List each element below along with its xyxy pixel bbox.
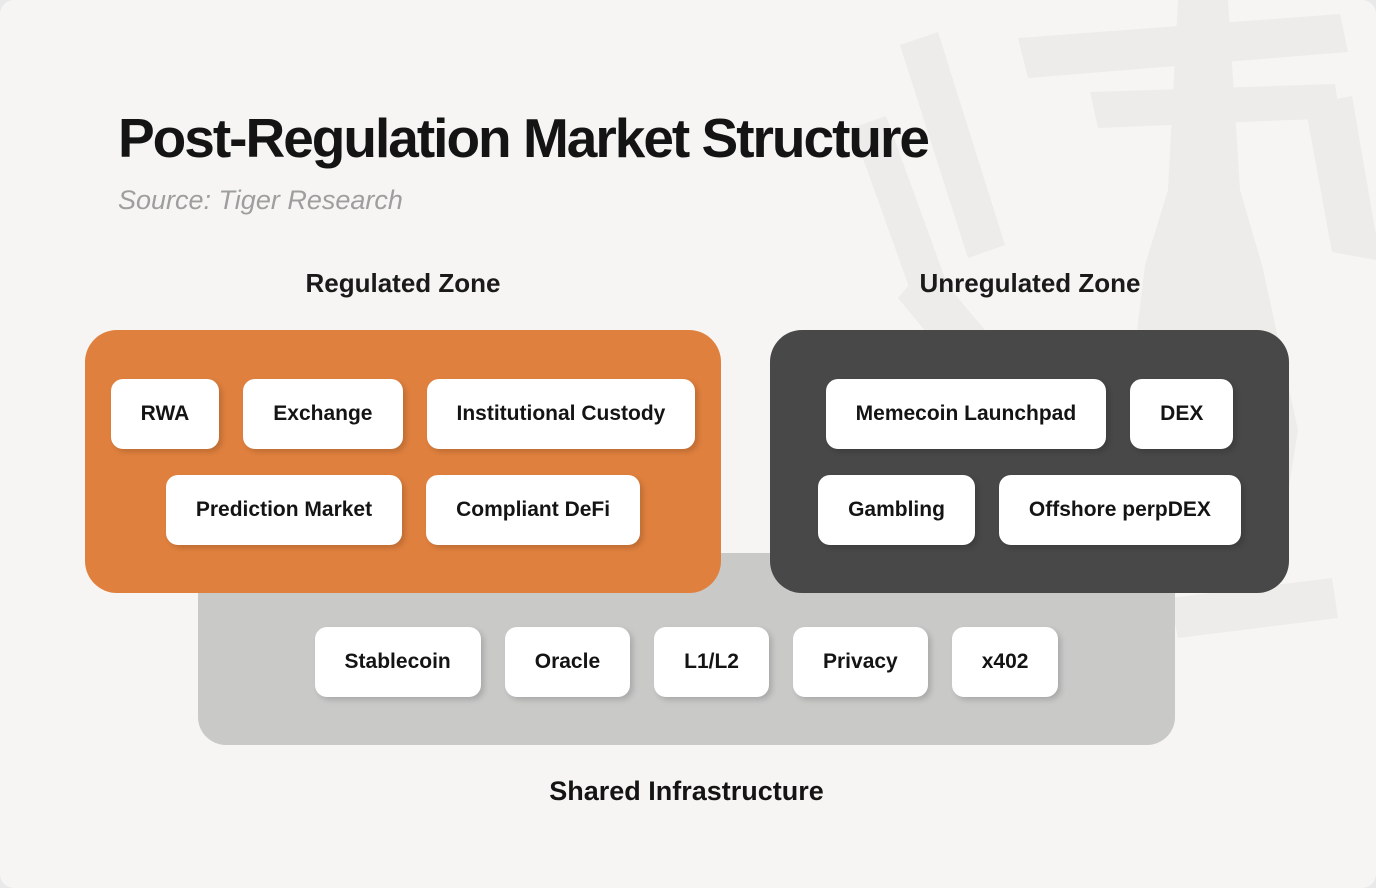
chip-memecoin-launchpad: Memecoin Launchpad bbox=[825, 378, 1107, 449]
regulated-chip-row-1: RWA Exchange Institutional Custody bbox=[110, 378, 696, 449]
chip-exchange: Exchange bbox=[243, 378, 403, 449]
chip-gambling: Gambling bbox=[818, 474, 975, 545]
unregulated-chip-row-2: Gambling Offshore perpDEX bbox=[818, 474, 1241, 545]
chip-institutional-custody: Institutional Custody bbox=[426, 378, 696, 449]
chip-compliant-defi: Compliant DeFi bbox=[426, 474, 641, 545]
chip-oracle: Oracle bbox=[504, 627, 631, 697]
page-title: Post-Regulation Market Structure bbox=[118, 107, 930, 169]
unregulated-chip-row-1: Memecoin Launchpad DEX bbox=[825, 378, 1234, 449]
chip-offshore-perpdex: Offshore perpDEX bbox=[998, 474, 1241, 545]
unregulated-zone-heading: Unregulated Zone bbox=[919, 268, 1141, 298]
regulated-zone-box: RWA Exchange Institutional Custody Predict… bbox=[85, 330, 721, 593]
shared-chip-row: Stablecoin Oracle L1/L2 Privacy x402 bbox=[198, 627, 1175, 697]
chip-stablecoin: Stablecoin bbox=[314, 627, 481, 697]
regulated-zone-heading: Regulated Zone bbox=[305, 268, 501, 298]
regulated-chip-row-2: Prediction Market Compliant DeFi bbox=[165, 474, 641, 545]
chip-x402: x402 bbox=[951, 627, 1059, 697]
source-attribution: Source: Tiger Research bbox=[118, 185, 403, 215]
chip-l1-l2: L1/L2 bbox=[654, 627, 769, 697]
unregulated-zone-box: Memecoin Launchpad DEX Gambling Offshore p… bbox=[770, 330, 1289, 593]
chip-rwa: RWA bbox=[110, 378, 220, 449]
chip-dex: DEX bbox=[1130, 378, 1234, 449]
chip-privacy: Privacy bbox=[793, 627, 928, 697]
chip-prediction-market: Prediction Market bbox=[165, 474, 403, 545]
shared-infrastructure-label: Shared Infrastructure bbox=[549, 776, 824, 806]
